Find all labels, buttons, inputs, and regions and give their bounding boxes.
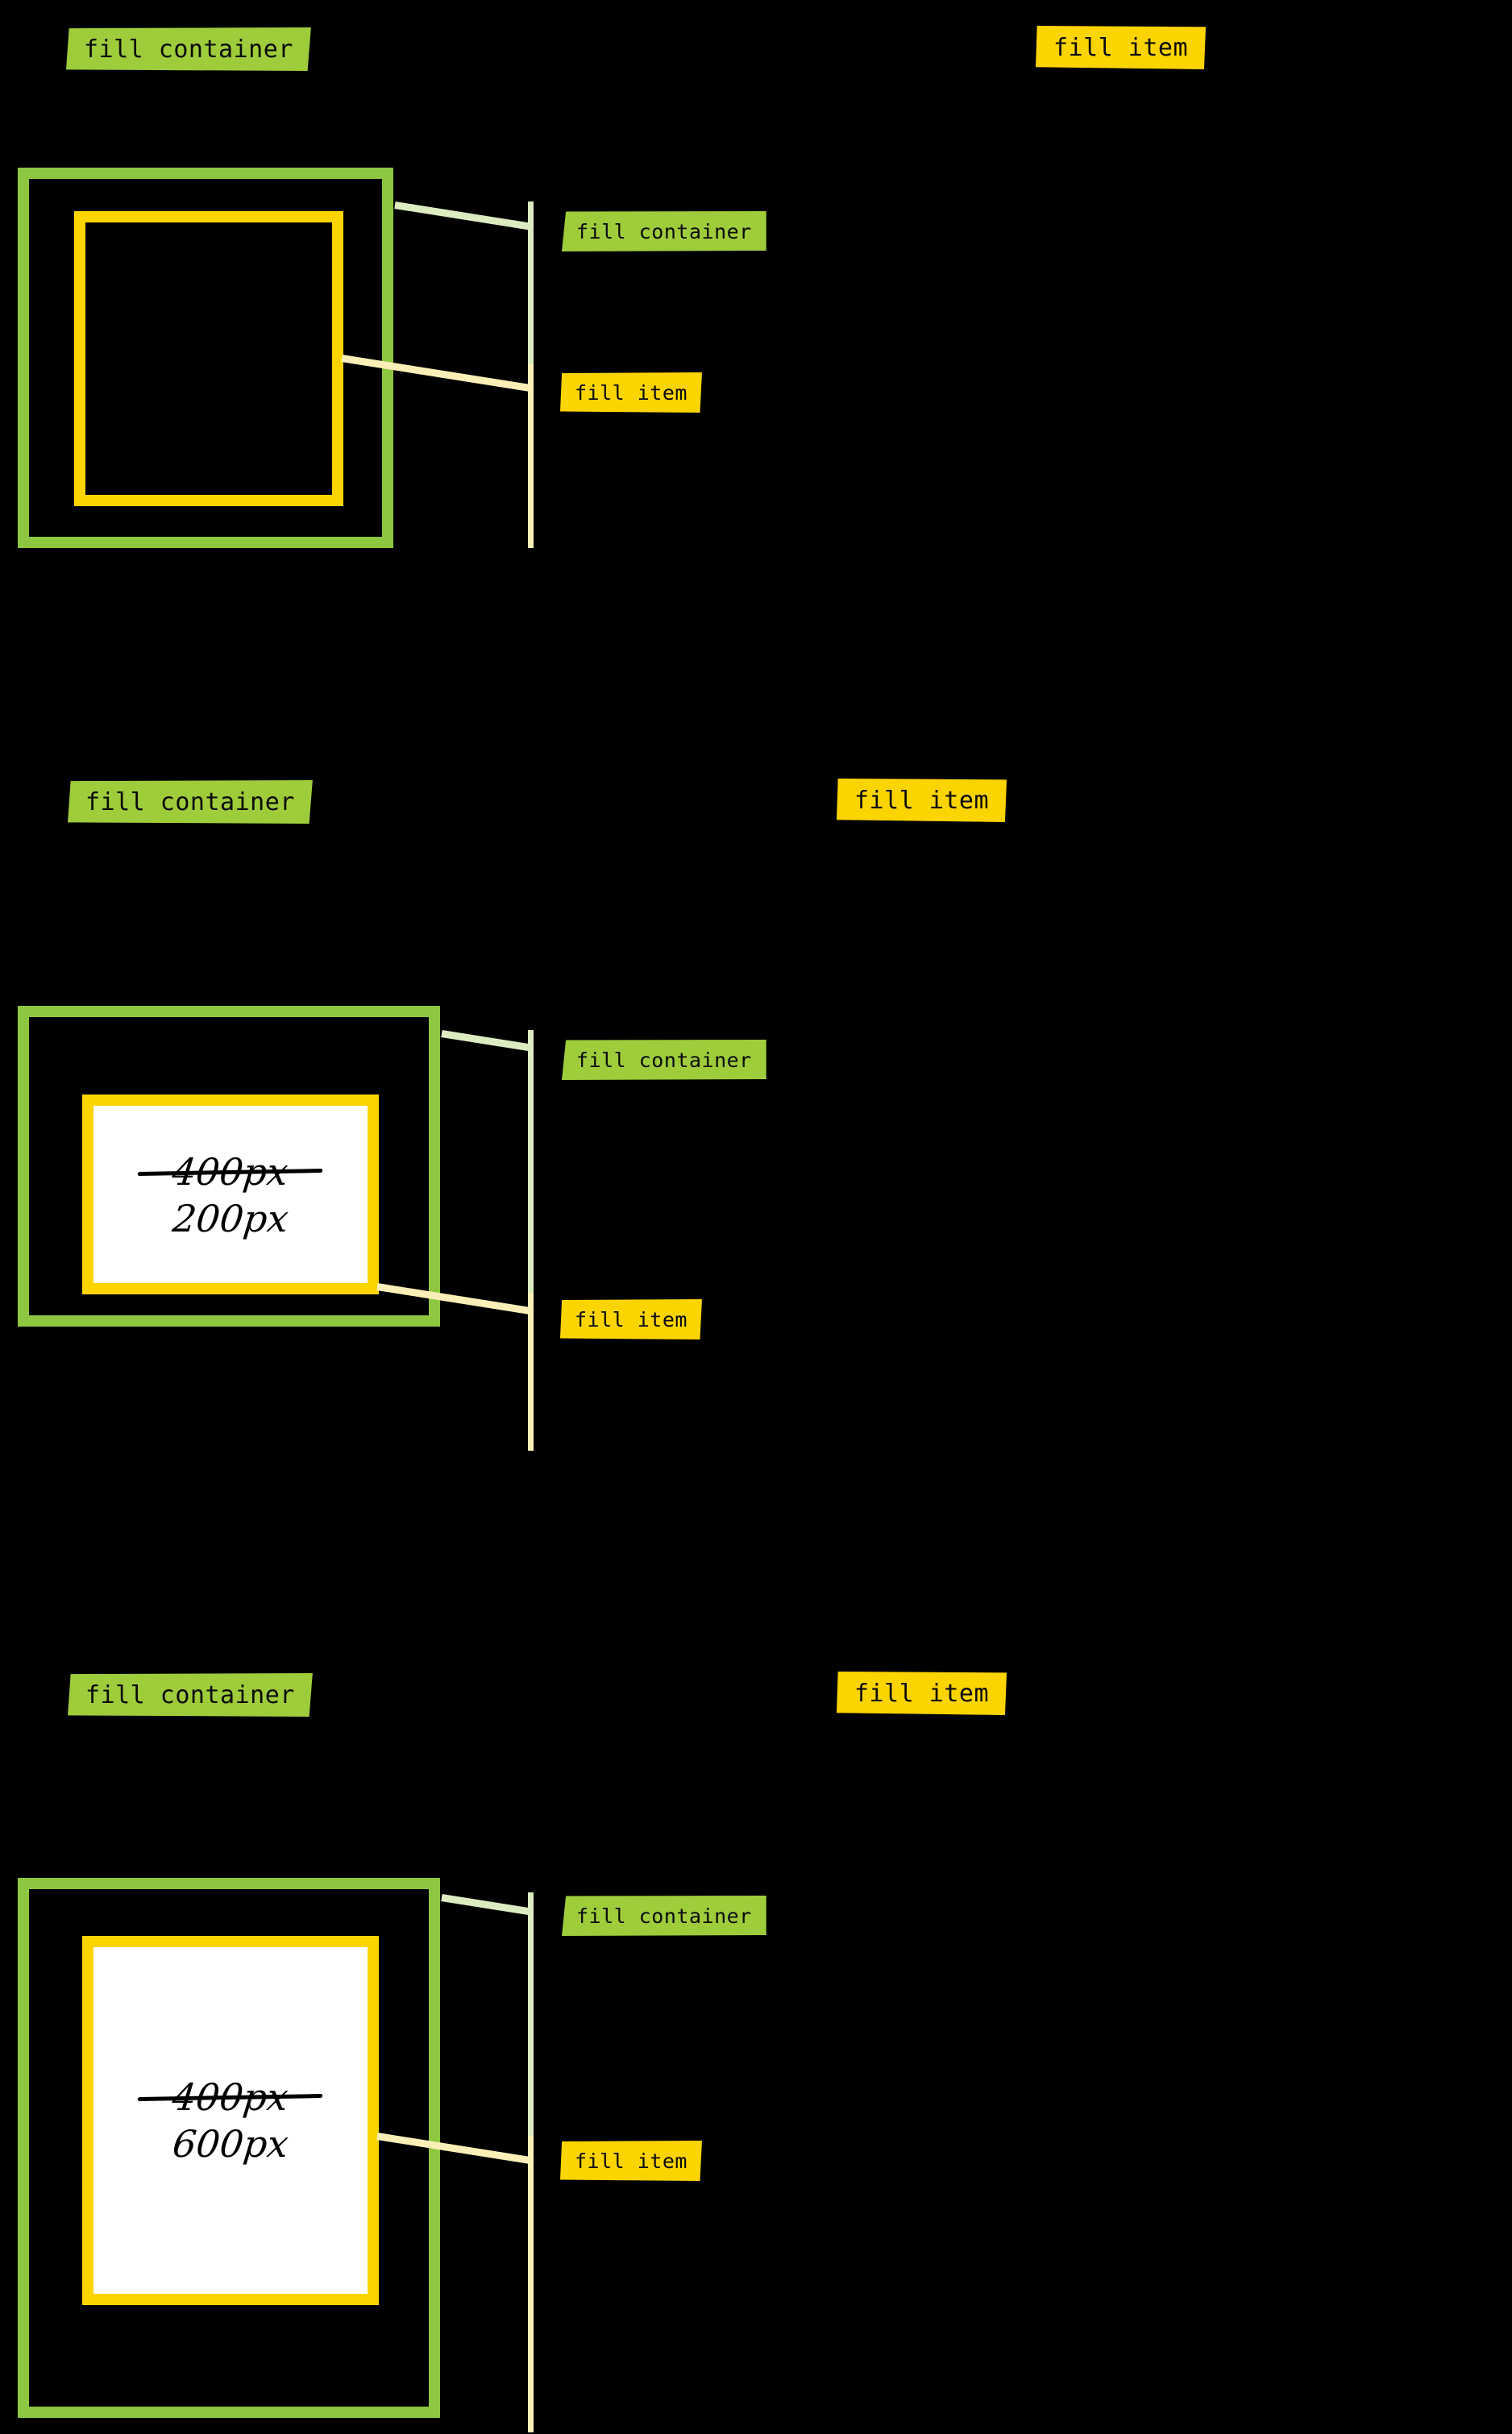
section-3-item-bracket	[528, 2136, 534, 2432]
section-3-container-bracket	[528, 1892, 534, 2239]
label-text: fill container	[576, 1048, 752, 1072]
tag-background	[68, 780, 313, 824]
section-3-new-value: 600px	[170, 2122, 291, 2166]
tag-background	[560, 372, 702, 413]
section-3-container-leader-line	[441, 1894, 534, 1916]
label-text: fill item	[575, 2149, 687, 2173]
label-text: fill item	[575, 1307, 687, 1331]
section-2-old-value: 400px	[170, 1150, 291, 1194]
section-2-measurement: 400px 200px	[93, 1150, 368, 1241]
tag-background	[560, 2141, 702, 2181]
section-1-container-leader-line	[394, 201, 533, 231]
section-1-container-box	[18, 168, 393, 548]
section-2-item-box: 400px 200px	[82, 1094, 379, 1294]
section-2-item-bracket	[528, 1293, 534, 1451]
label-text: fill item	[854, 786, 990, 815]
section-1-callout-fill-item: fill item	[560, 372, 702, 413]
section-2-header-fill-container: fill container	[68, 780, 313, 824]
section-2-container-leader-line	[441, 1030, 534, 1052]
section-1-item-bracket	[528, 364, 534, 548]
tag-background	[562, 1896, 766, 1936]
label-text: fill container	[84, 35, 293, 64]
label-text: fill container	[576, 1904, 752, 1928]
section-2-callout-fill-container: fill container	[562, 1040, 766, 1080]
label-text: fill container	[576, 219, 752, 243]
section-1-item-box	[74, 211, 343, 506]
section-3-measurement: 400px 600px	[93, 2075, 368, 2166]
section-3-header-fill-item: fill item	[837, 1672, 1007, 1715]
section-3-callout-fill-container: fill container	[562, 1896, 766, 1936]
section-1-header-fill-item: fill item	[1036, 26, 1207, 69]
section-2-header-fill-item: fill item	[837, 779, 1007, 822]
label-text: fill item	[575, 380, 687, 405]
tag-background	[66, 27, 311, 71]
label-text: fill item	[1053, 33, 1189, 62]
section-1-header-fill-container: fill container	[66, 27, 311, 71]
tag-background	[562, 1040, 766, 1080]
section-3-callout-fill-item: fill item	[560, 2141, 702, 2181]
section-3-item-box: 400px 600px	[82, 1936, 379, 2305]
tag-background	[1036, 26, 1207, 69]
tag-background	[68, 1673, 313, 1717]
section-2-callout-fill-item: fill item	[560, 1299, 702, 1340]
tag-background	[560, 1299, 702, 1340]
label-text: fill container	[85, 787, 295, 816]
section-2-new-value: 200px	[170, 1197, 291, 1241]
section-3-old-value: 400px	[170, 2075, 291, 2119]
tag-background	[837, 1672, 1007, 1715]
section-1-callout-fill-container: fill container	[562, 211, 766, 251]
label-text: fill container	[85, 1680, 295, 1709]
section-2-container-bracket	[528, 1030, 534, 1375]
tag-background	[562, 211, 766, 251]
section-3-header-fill-container: fill container	[68, 1673, 313, 1717]
section-2-container-box	[18, 1006, 440, 1327]
tag-background	[837, 779, 1007, 822]
label-text: fill item	[854, 1679, 990, 1708]
